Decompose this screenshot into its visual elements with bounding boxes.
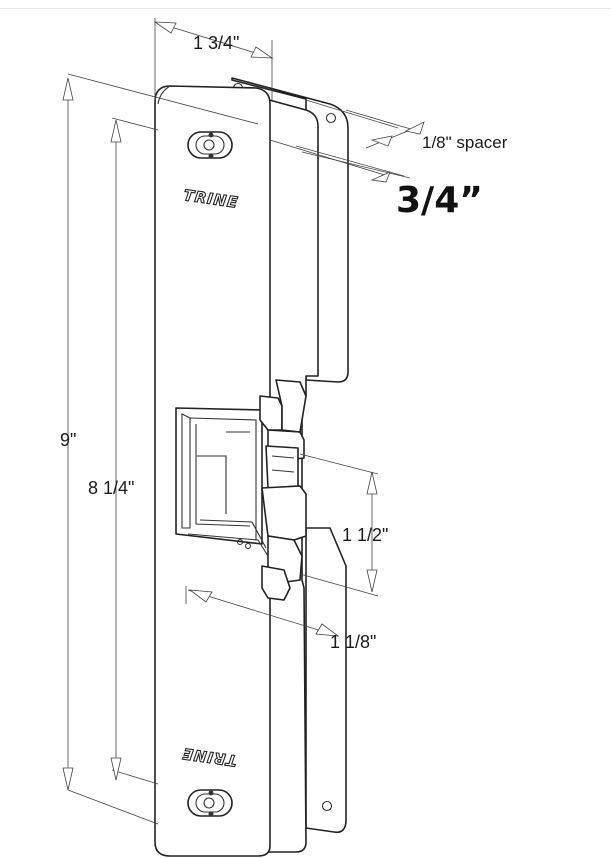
back-mounting-plate <box>231 77 349 834</box>
dimension-label-width-top: 1 3/4" <box>193 33 239 53</box>
dimension-label-depth: 3/4” <box>396 180 483 221</box>
dimension-depth <box>269 139 411 183</box>
dimension-label-opening-height: 1 1/2" <box>342 525 388 545</box>
dimension-faceplate-height <box>110 117 159 785</box>
mounting-hole-bottom <box>187 789 233 817</box>
latch-keeper <box>259 379 307 601</box>
dimension-label-overall-height: 9" <box>60 430 76 450</box>
dimension-label-faceplate-height: 8 1/4" <box>88 478 134 498</box>
dimension-width-top <box>153 18 274 100</box>
dimension-label-opening-offset: 1 1/8" <box>330 632 376 652</box>
dimension-opening-offset <box>185 586 340 637</box>
mounting-hole-top <box>187 131 233 159</box>
keeper-opening <box>175 407 269 557</box>
dimension-opening-height <box>299 453 379 597</box>
dimension-label-spacer: 1/8" spacer <box>422 133 508 152</box>
dimension-spacer <box>305 99 425 149</box>
top-border <box>0 8 611 9</box>
dimension-overall-height <box>62 73 259 825</box>
